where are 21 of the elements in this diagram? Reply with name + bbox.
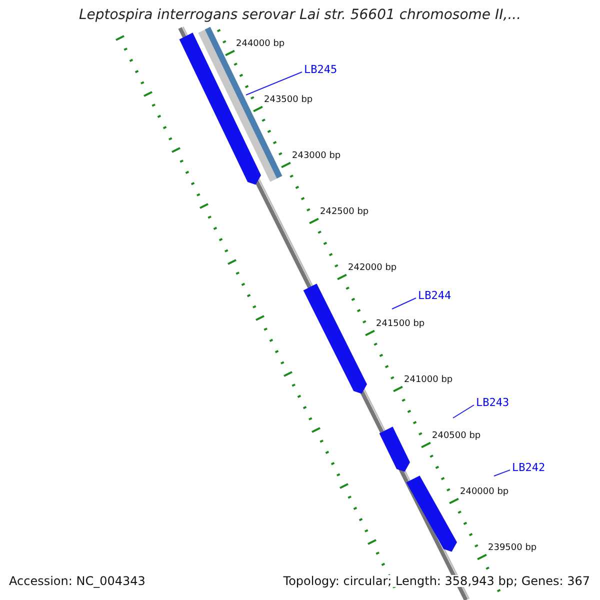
leader-line	[246, 72, 302, 96]
scale-label: 241000 bp	[404, 376, 453, 385]
leader-line	[452, 404, 474, 418]
genome-stats-text: Topology: circular; Length: 358,943 bp; Genes: 367	[283, 575, 590, 587]
gene-label: LB242	[512, 462, 546, 473]
gene-label: LB244	[418, 290, 452, 301]
gene-label: LB243	[476, 397, 510, 408]
scale-label: 243500 bp	[264, 96, 313, 105]
scale-label: 244000 bp	[236, 40, 285, 49]
gene-label: LB245	[304, 64, 338, 75]
scale-label: 243000 bp	[292, 152, 341, 161]
scale-label: 239500 bp	[488, 544, 537, 553]
leader-line	[494, 470, 510, 476]
leader-line	[392, 298, 416, 310]
scale-label: 242000 bp	[348, 264, 397, 273]
scale-label: 241500 bp	[376, 320, 425, 329]
accession-text: Accession: NC_004343	[9, 575, 146, 587]
scale-label: 242500 bp	[320, 208, 369, 217]
scale-label: 240000 bp	[460, 488, 509, 497]
scale-label: 240500 bp	[432, 432, 481, 441]
map-title: Leptospira interrogans serovar Lai str. 56601 chromosome II,...	[78, 8, 522, 22]
